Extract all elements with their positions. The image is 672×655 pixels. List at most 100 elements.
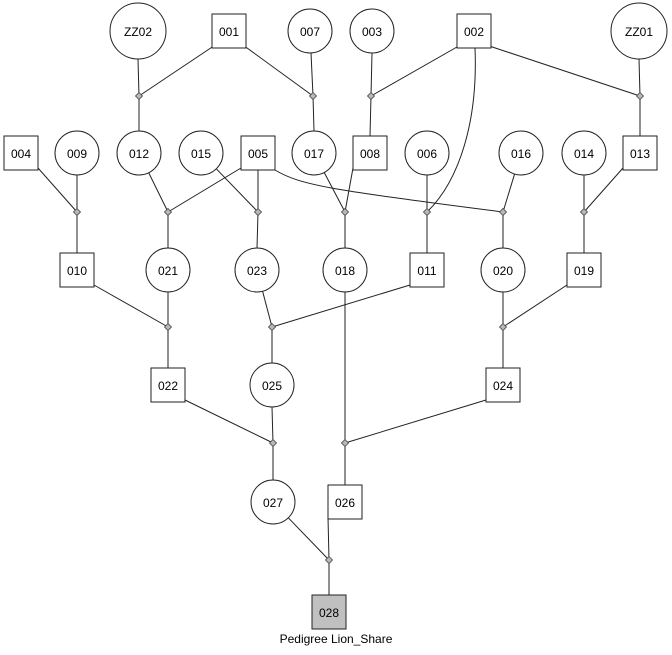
female-circle-icon	[109, 2, 167, 60]
male-square-icon	[485, 367, 521, 403]
edges-layer	[37, 45, 641, 595]
individual-label: 023	[247, 264, 267, 278]
parent-edge	[489, 45, 641, 97]
male-square-icon	[456, 13, 492, 49]
parent-edge	[344, 399, 487, 444]
union-node	[498, 322, 508, 332]
individual-010[interactable]: 010	[59, 252, 95, 288]
individual-label: 028	[319, 606, 339, 620]
parent-edge	[310, 52, 314, 97]
individual-011[interactable]: 011	[409, 252, 445, 288]
union-node	[267, 322, 277, 332]
union-node	[72, 207, 82, 217]
individual-018[interactable]: 018	[322, 247, 368, 293]
male-square-icon	[211, 13, 247, 49]
parent-edge	[370, 52, 373, 97]
individual-label: 015	[191, 147, 211, 161]
individual-label: 001	[219, 25, 239, 39]
male-square-icon	[409, 252, 445, 288]
individual-023[interactable]: 023	[234, 247, 280, 293]
individual-021[interactable]: 021	[145, 247, 191, 293]
individual-002[interactable]: 002	[456, 13, 492, 49]
individual-label: 010	[67, 264, 87, 278]
individual-005[interactable]: 005	[240, 135, 276, 171]
individual-label: 026	[335, 496, 355, 510]
union-node	[635, 91, 645, 101]
individual-028[interactable]: 028	[311, 594, 347, 630]
female-circle-icon	[349, 8, 395, 54]
individual-label: 022	[158, 379, 178, 393]
individual-013[interactable]: 013	[622, 135, 658, 171]
individual-012[interactable]: 012	[116, 130, 162, 176]
male-square-icon	[59, 252, 95, 288]
union-node	[340, 207, 350, 217]
union-node	[253, 207, 263, 217]
parent-edge	[274, 169, 504, 213]
parent-edge	[370, 45, 459, 97]
female-circle-icon	[116, 130, 162, 176]
individual-001[interactable]: 001	[211, 13, 247, 49]
male-square-icon	[3, 135, 39, 171]
male-square-icon	[327, 484, 363, 520]
individual-zz02[interactable]: ZZ02	[109, 2, 167, 60]
individual-016[interactable]: 016	[498, 130, 544, 176]
individual-label: 005	[248, 147, 268, 161]
individual-015[interactable]: 015	[178, 130, 224, 176]
female-circle-icon	[287, 8, 333, 54]
female-circle-icon	[291, 130, 337, 176]
individual-004[interactable]: 004	[3, 135, 39, 171]
individual-label: 004	[11, 147, 31, 161]
individual-label: 025	[262, 379, 282, 393]
male-square-icon	[311, 594, 347, 630]
union-node	[579, 207, 589, 217]
male-square-icon	[566, 252, 602, 288]
individual-014[interactable]: 014	[561, 130, 607, 176]
child-edge	[256, 211, 259, 249]
individual-017[interactable]: 017	[291, 130, 337, 176]
individual-008[interactable]: 008	[352, 135, 388, 171]
individual-020[interactable]: 020	[480, 247, 526, 293]
individual-006[interactable]: 006	[404, 130, 450, 176]
parent-edge	[426, 47, 476, 213]
individual-label: 013	[630, 147, 650, 161]
individual-025[interactable]: 025	[249, 362, 295, 408]
individual-026[interactable]: 026	[327, 484, 363, 520]
individual-label: 018	[335, 264, 355, 278]
individuals-layer: ZZ02 001 007 003 002 ZZ01 004 009 012 015 005 017 00…	[3, 2, 668, 630]
parent-edge	[344, 167, 354, 213]
union-node	[498, 207, 508, 217]
parent-edge	[287, 517, 330, 561]
female-circle-icon	[610, 2, 668, 60]
individual-003[interactable]: 003	[349, 8, 395, 54]
individual-007[interactable]: 007	[287, 8, 333, 54]
individual-022[interactable]: 022	[150, 367, 186, 403]
individual-label: 020	[493, 264, 513, 278]
individual-024[interactable]: 024	[485, 367, 521, 403]
union-node	[268, 438, 278, 448]
parent-edge	[137, 58, 140, 97]
parent-edge	[327, 516, 330, 561]
parent-edge	[638, 58, 641, 97]
individual-label: 007	[300, 25, 320, 39]
parent-edge	[167, 167, 242, 213]
individual-009[interactable]: 009	[54, 130, 100, 176]
female-circle-icon	[561, 130, 607, 176]
male-square-icon	[352, 135, 388, 171]
parent-edge	[93, 284, 169, 328]
union-node	[340, 438, 350, 448]
female-circle-icon	[145, 247, 191, 293]
individual-label: ZZ01	[625, 25, 653, 39]
parent-edge	[148, 172, 169, 213]
parent-edge	[184, 399, 274, 444]
individual-label: 014	[574, 147, 594, 161]
union-nodes-layer	[72, 91, 645, 565]
individual-027[interactable]: 027	[250, 479, 296, 525]
individual-019[interactable]: 019	[566, 252, 602, 288]
parent-edge	[323, 172, 346, 213]
individual-zz01[interactable]: ZZ01	[610, 2, 668, 60]
individual-label: 021	[158, 264, 178, 278]
parent-edge	[138, 45, 214, 97]
parent-edge	[271, 406, 274, 444]
individual-label: 012	[129, 147, 149, 161]
